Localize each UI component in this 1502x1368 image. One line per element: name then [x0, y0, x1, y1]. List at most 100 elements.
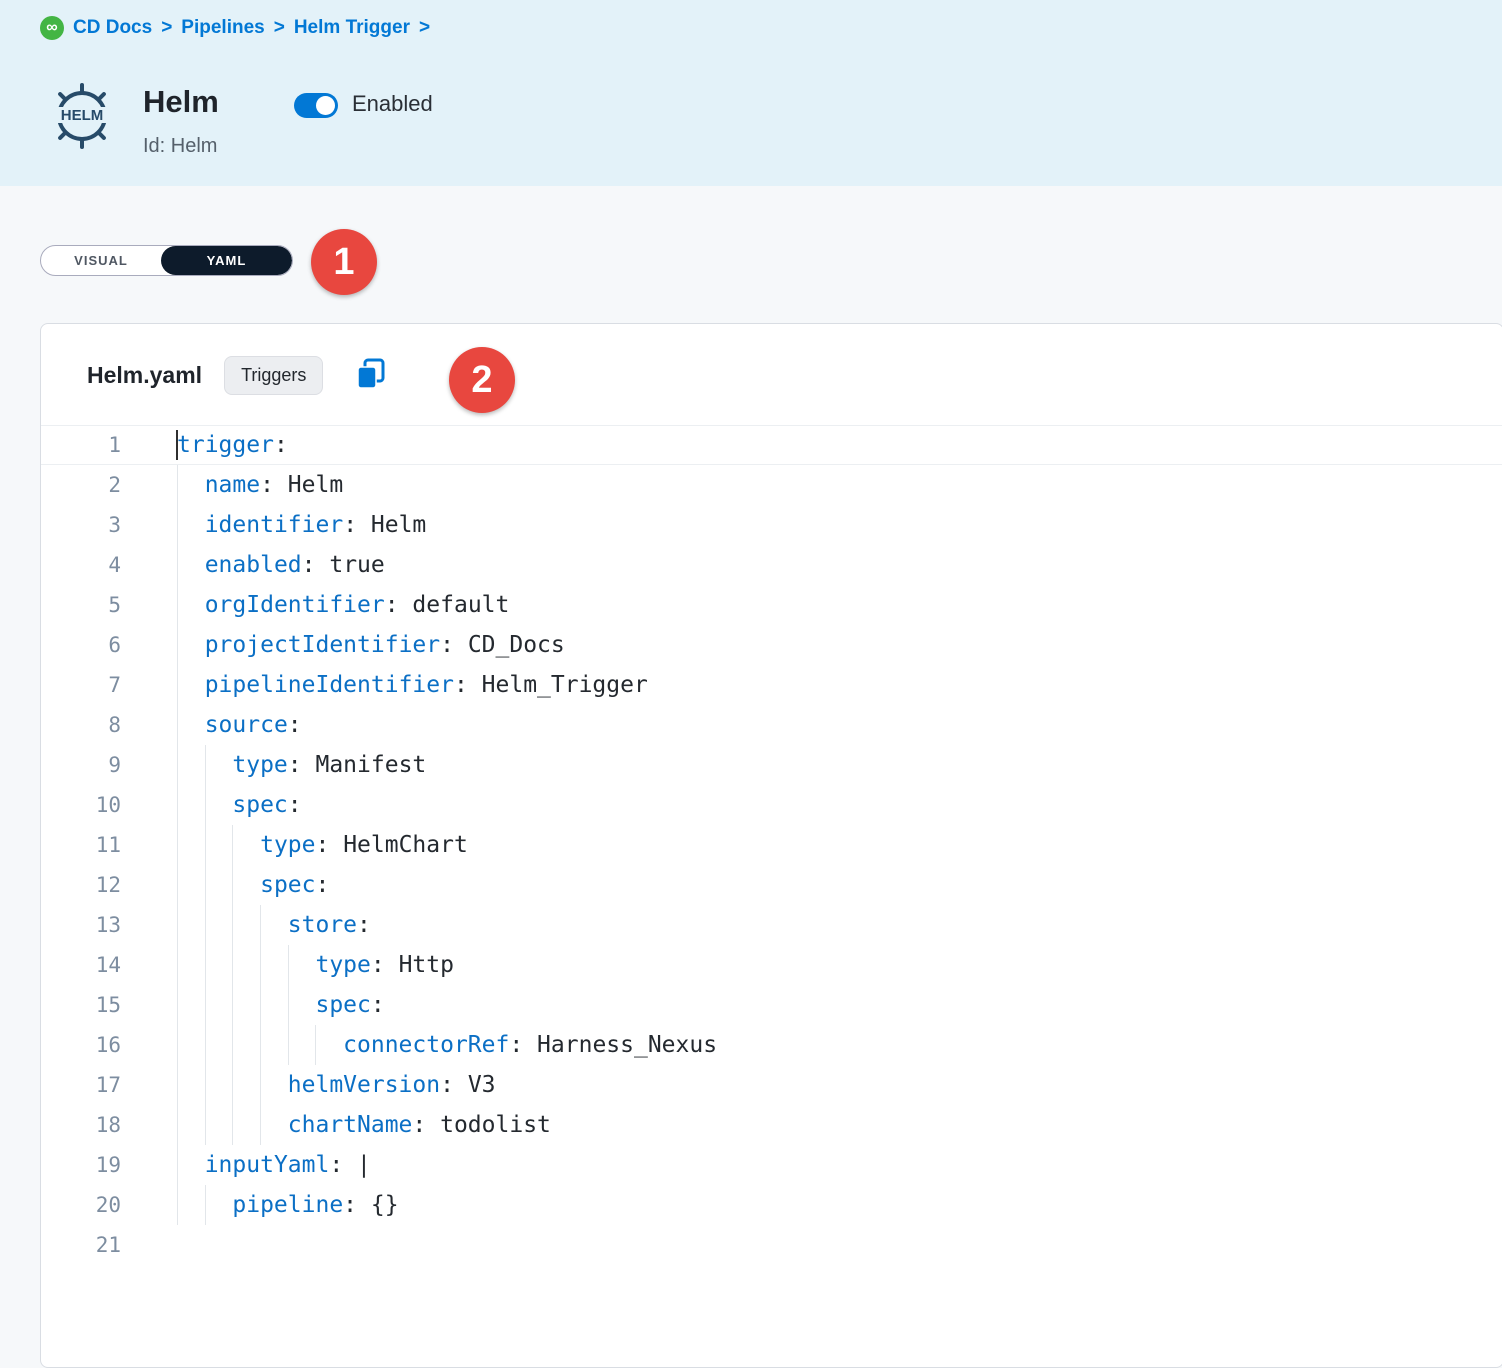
line-number: 4	[108, 553, 121, 577]
indent-guide	[260, 985, 262, 1025]
code-line[interactable]: 16 connectorRef: Harness_Nexus	[41, 1025, 1502, 1065]
code-line[interactable]: 20 pipeline: {}	[41, 1185, 1502, 1225]
indent-guide	[177, 705, 178, 745]
line-content: name: Helm	[121, 465, 1502, 505]
indent-guide	[177, 585, 178, 625]
file-name: Helm.yaml	[87, 362, 203, 388]
yaml-card-header: Helm.yaml Triggers	[41, 324, 1502, 395]
breadcrumb-item-helm-trigger[interactable]: Helm Trigger	[293, 17, 410, 38]
line-content: type: Manifest	[121, 745, 1502, 785]
indent-guide	[204, 745, 206, 785]
line-number: 20	[95, 1193, 121, 1217]
visual-yaml-toggle: VISUAL YAML	[40, 245, 293, 276]
indent-guide	[177, 465, 178, 505]
indent-guide	[204, 905, 206, 945]
code-line[interactable]: 21	[41, 1225, 1502, 1265]
code-line[interactable]: 10 spec:	[41, 785, 1502, 825]
copy-button[interactable]	[355, 357, 387, 394]
code-line[interactable]: 5 orgIdentifier: default	[41, 585, 1502, 625]
indent-guide	[177, 905, 178, 945]
breadcrumb-separator: >	[273, 17, 285, 38]
indent-guide	[177, 985, 178, 1025]
code-line[interactable]: 8 source:	[41, 705, 1502, 745]
indent-guide	[177, 785, 178, 825]
line-content: projectIdentifier: CD_Docs	[121, 625, 1502, 665]
code-line[interactable]: 6 projectIdentifier: CD_Docs	[41, 625, 1502, 665]
line-content: connectorRef: Harness_Nexus	[121, 1025, 1502, 1065]
line-number: 7	[108, 673, 121, 697]
breadcrumb: ∞ CD Docs > Pipelines > Helm Trigger >	[40, 16, 430, 40]
toggle-knob	[316, 96, 335, 115]
indent-guide	[232, 985, 234, 1025]
indent-guide	[232, 905, 234, 945]
indent-guide	[204, 985, 206, 1025]
tab-visual[interactable]: VISUAL	[74, 253, 128, 268]
line-number: 3	[108, 513, 121, 537]
indent-guide	[177, 625, 178, 665]
line-content: helmVersion: V3	[121, 1065, 1502, 1105]
indent-guide	[177, 1145, 178, 1185]
code-line[interactable]: 3 identifier: Helm	[41, 505, 1502, 545]
line-content: spec:	[121, 785, 1502, 825]
line-number: 8	[108, 713, 121, 737]
indent-guide	[204, 1065, 206, 1105]
line-content: orgIdentifier: default	[121, 585, 1502, 625]
line-number: 19	[95, 1153, 121, 1177]
text-cursor	[176, 430, 178, 460]
breadcrumb-item-pipelines[interactable]: Pipelines	[181, 17, 265, 38]
indent-guide	[204, 1025, 206, 1065]
breadcrumb-separator: >	[418, 17, 431, 38]
line-content: inputYaml: |	[121, 1145, 1502, 1185]
indent-guide	[287, 985, 289, 1025]
code-line[interactable]: 2 name: Helm	[41, 465, 1502, 505]
line-content	[121, 1225, 1502, 1265]
indent-guide	[260, 1105, 262, 1145]
line-number: 10	[95, 793, 121, 817]
indent-guide	[232, 945, 234, 985]
indent-guide	[204, 825, 206, 865]
indent-guide	[177, 505, 178, 545]
tab-yaml[interactable]: YAML	[161, 246, 292, 275]
line-content: pipeline: {}	[121, 1185, 1502, 1225]
code-line[interactable]: 14 type: Http	[41, 945, 1502, 985]
indent-guide	[177, 1025, 178, 1065]
indent-guide	[232, 865, 234, 905]
code-line[interactable]: 9 type: Manifest	[41, 745, 1502, 785]
line-number: 13	[95, 913, 121, 937]
indent-guide	[177, 1105, 178, 1145]
code-line[interactable]: 11 type: HelmChart	[41, 825, 1502, 865]
indent-guide	[204, 1185, 206, 1225]
code-line[interactable]: 12 spec:	[41, 865, 1502, 905]
annotation-badge-2: 2	[449, 347, 515, 413]
code-line[interactable]: 7 pipelineIdentifier: Helm_Trigger	[41, 665, 1502, 705]
indent-guide	[177, 1065, 178, 1105]
indent-guide	[204, 785, 206, 825]
line-content: trigger:	[176, 430, 288, 460]
line-number: 9	[108, 753, 121, 777]
indent-guide	[232, 1065, 234, 1105]
line-content: identifier: Helm	[121, 505, 1502, 545]
line-number: 16	[95, 1033, 121, 1057]
harness-logo-icon: ∞	[40, 16, 64, 40]
line-number: 11	[95, 833, 121, 857]
code-line[interactable]: 15 spec:	[41, 985, 1502, 1025]
code-line[interactable]: 18 chartName: todolist	[41, 1105, 1502, 1145]
indent-guide	[232, 1105, 234, 1145]
enabled-toggle[interactable]	[294, 93, 338, 118]
code-line[interactable]: 17 helmVersion: V3	[41, 1065, 1502, 1105]
code-line[interactable]: 19 inputYaml: |	[41, 1145, 1502, 1185]
line-number: 15	[95, 993, 121, 1017]
entity-id: Id: Helm	[143, 135, 218, 157]
page-title: Helm	[143, 84, 219, 119]
indent-guide	[260, 1025, 262, 1065]
breadcrumb-item-cd-docs[interactable]: CD Docs	[73, 17, 153, 38]
indent-guide	[260, 905, 262, 945]
code-line[interactable]: 4 enabled: true	[41, 545, 1502, 585]
indent-guide	[204, 1105, 206, 1145]
triggers-badge[interactable]: Triggers	[224, 356, 324, 395]
svg-text:HELM: HELM	[61, 107, 104, 124]
code-line[interactable]: 13 store:	[41, 905, 1502, 945]
